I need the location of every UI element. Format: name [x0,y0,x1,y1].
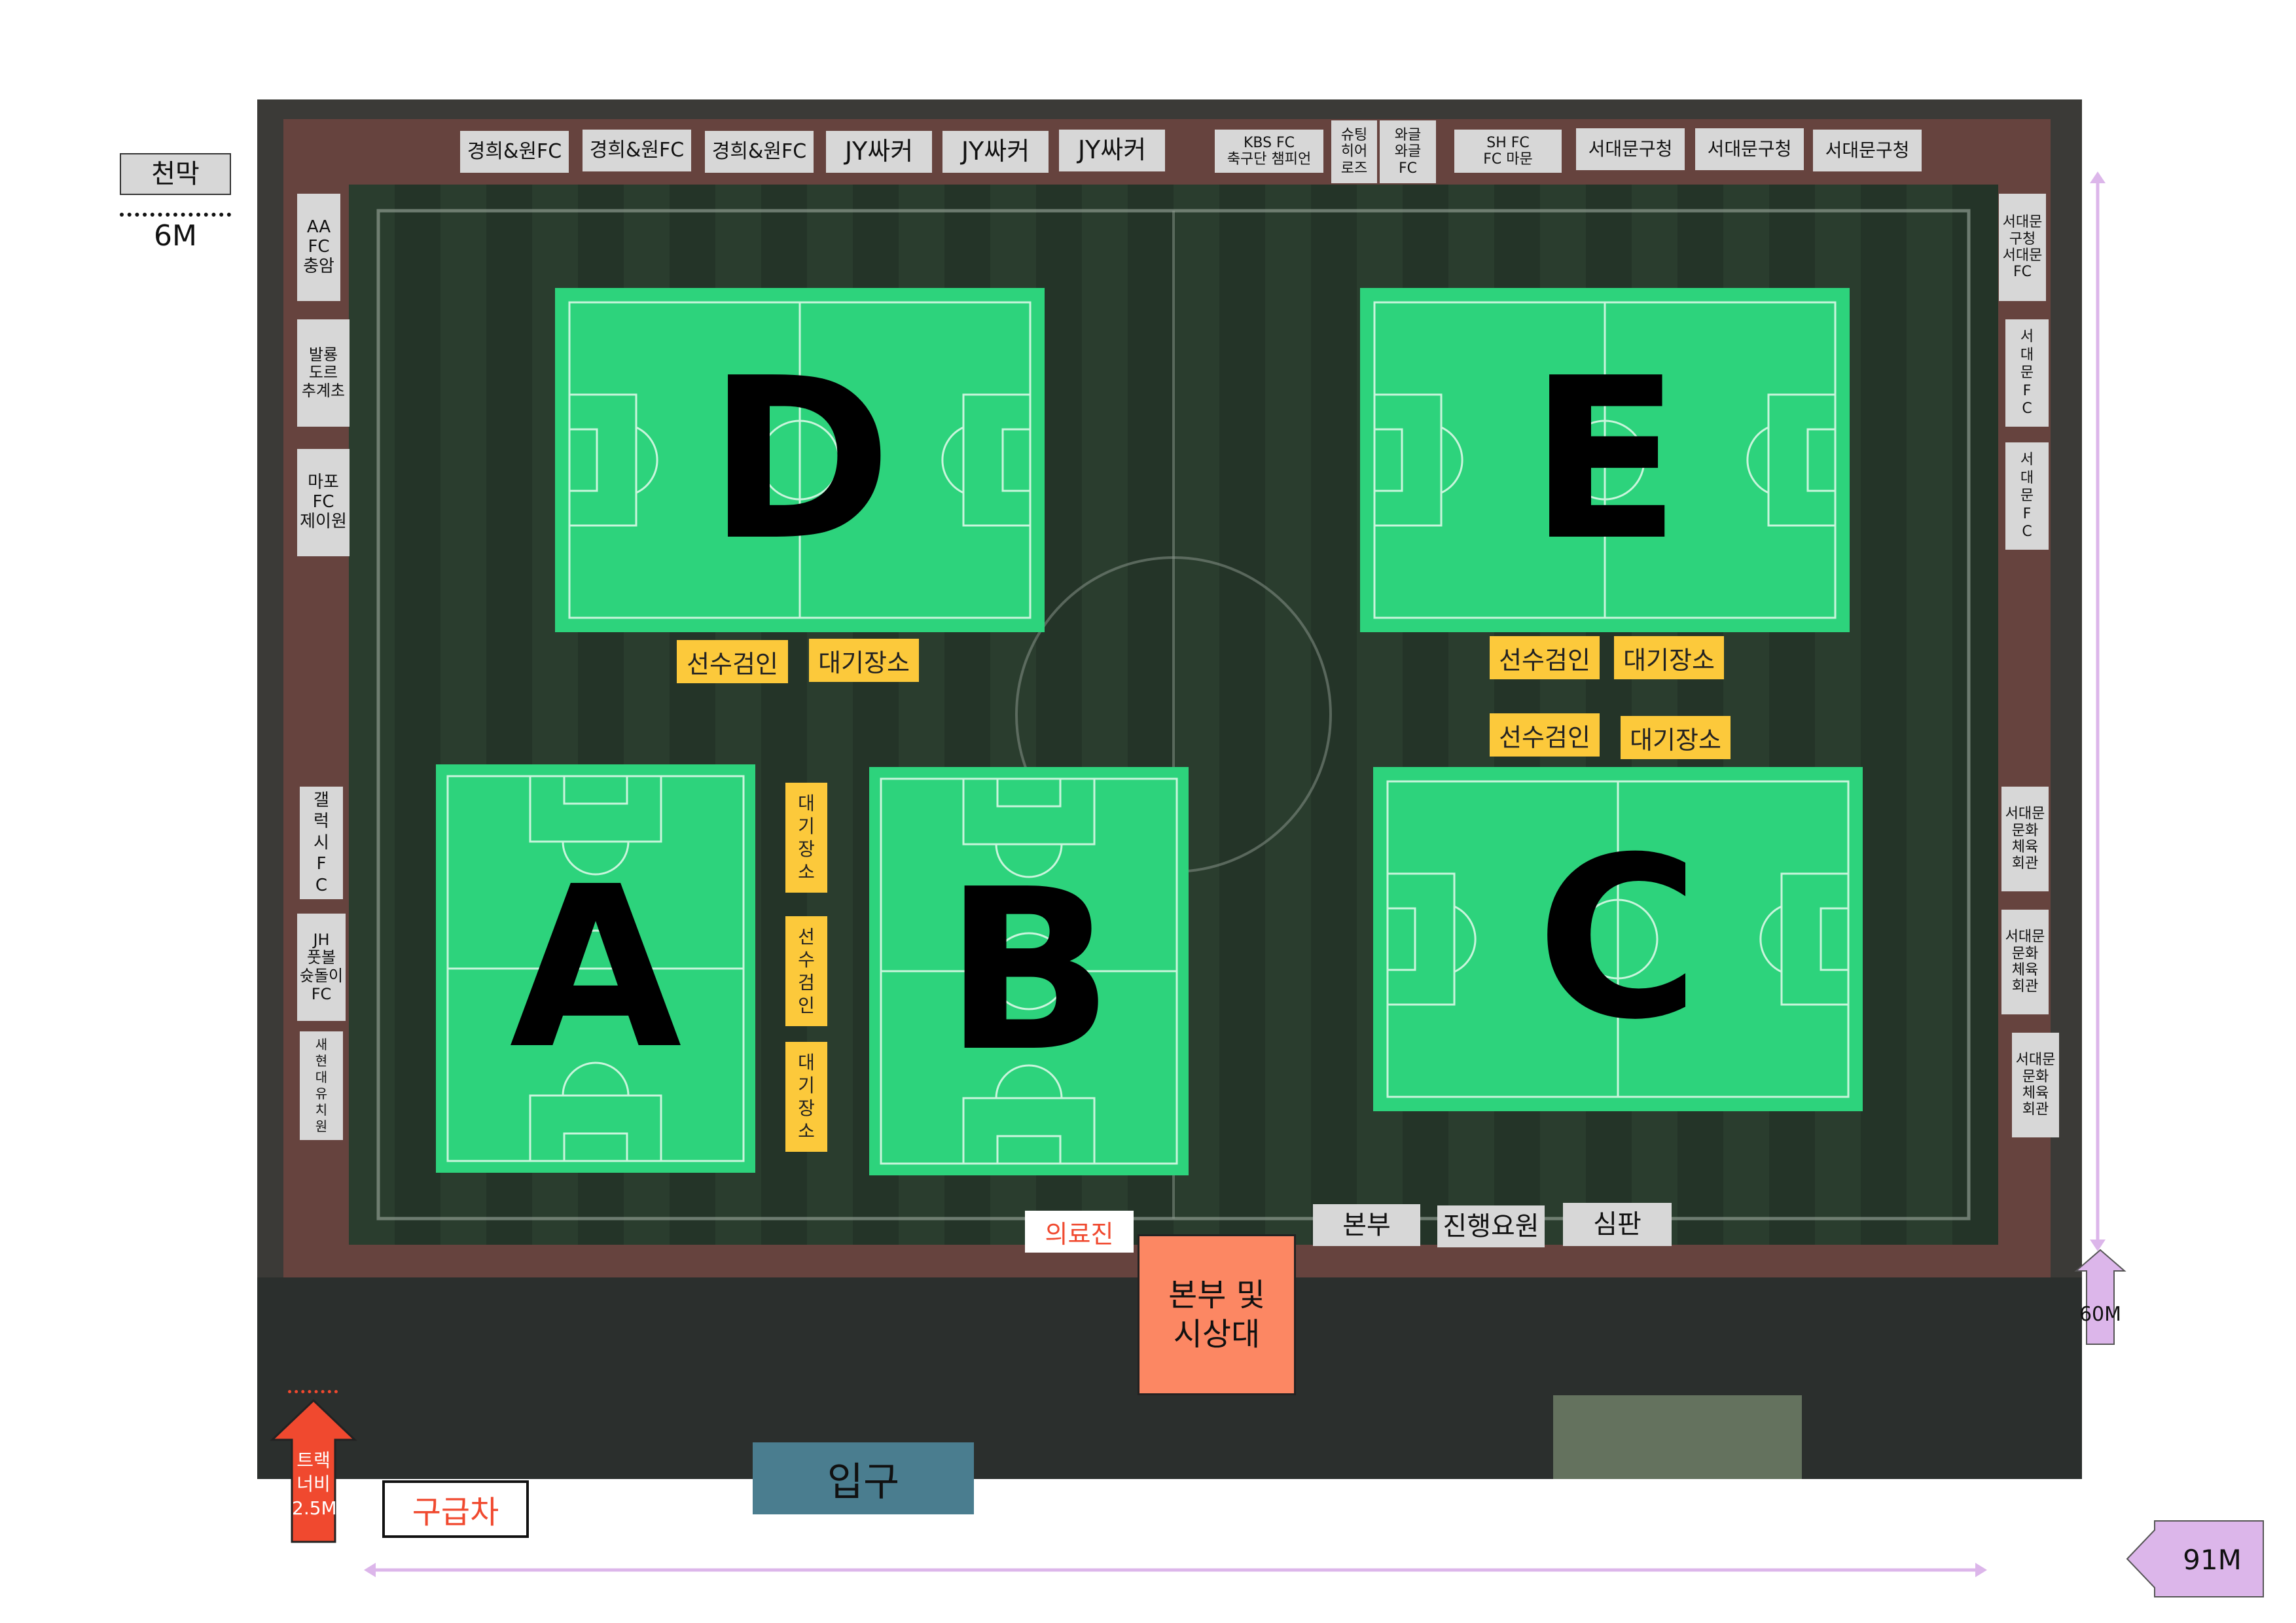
tent-left-3: 마포 FC 제이원 [297,449,350,556]
tent-right-2: 서 대 문 F C [2005,319,2049,427]
tent-top-10: SH FC FC 마문 [1454,130,1562,173]
tent-left-2: 발룡 도르 추계초 [297,319,350,427]
track-arrow-icon [270,1399,357,1543]
pitch-c: C [1373,767,1863,1111]
tent-top-12: 서대문구청 [1695,128,1804,170]
height-badge-icon [2074,1249,2126,1345]
pitch-lines [1386,780,1850,1098]
pitch-lines [1373,301,1837,619]
height-label: 60M [2079,1303,2122,1326]
track-width-line [288,1390,338,1393]
width-dimension-line [364,1563,1987,1577]
tent-top-2: 경희&원FC [583,130,691,171]
hq-podium: 본부 및 시상대 [1138,1234,1296,1395]
canopy-scale-line [120,213,231,217]
tent-left-4: 갤 럭 시 F C [300,787,343,899]
pitch-a: A [436,764,755,1173]
waiting-area-ab-1: 대 기 장 소 [785,783,827,893]
waiting-area-ab-2: 대 기 장 소 [785,1042,827,1152]
tent-left-5: JH 풋볼 슛돌이 FC [297,914,346,1021]
waiting-area-c: 대기장소 [1621,716,1731,759]
track-width-label: 트랙 너비 2.5M [292,1450,337,1519]
pitch-c-letter: C [1536,810,1700,1069]
tent-left-1: AA FC 충암 [297,194,340,301]
tent-top-4: JY싸커 [826,131,932,173]
pitch-lines [568,301,1031,619]
tent-hq: 본부 [1313,1204,1420,1246]
tent-right-3: 서 대 문 F C [2005,442,2049,550]
tent-top-13: 서대문구청 [1813,130,1922,171]
height-dimension-line [2090,171,2106,1251]
pitch-lines [446,775,745,1162]
tent-top-11: 서대문구청 [1576,128,1685,170]
width-label: 91M [2183,1544,2242,1576]
tent-top-9: 와글 와글 FC [1380,120,1436,183]
player-check-e: 선수검인 [1490,636,1600,679]
tent-top-8: 슈팅 히어 로즈 [1331,120,1377,183]
entrance: 입구 [753,1442,974,1514]
tent-right-6: 서대문 문화 체육 회관 [2012,1033,2059,1137]
tent-right-4: 서대문 문화 체육 회관 [2001,787,2049,891]
tent-right-1: 서대문 구청 서대문 FC [1999,194,2046,301]
pitch-e-letter: E [1528,330,1681,590]
pitch-lines [880,777,1178,1165]
tent-top-6: JY싸커 [1059,130,1165,171]
width-badge-icon [2126,1520,2264,1597]
player-check-d: 선수검인 [677,640,788,683]
tent-top-5: JY싸커 [942,131,1049,173]
tent-left-6: 새 현 대 유 치 원 [300,1031,343,1140]
pitch-d-letter: D [707,330,893,590]
tent-top-1: 경희&원FC [460,131,569,173]
player-check-ab: 선 수 검 인 [785,916,827,1026]
pitch-b-letter: B [944,842,1114,1101]
waiting-area-d: 대기장소 [809,639,919,682]
tent-referee: 심판 [1563,1203,1672,1246]
medical-tent: 의료진 [1025,1211,1134,1253]
pitch-e: E [1360,288,1850,632]
canopy-size-label: 6M [154,219,197,253]
ambulance-area: 구급차 [382,1480,529,1538]
player-check-c: 선수검인 [1490,713,1600,757]
pitch-b: B [869,767,1189,1175]
tent-top-7: KBS FC 축구단 챔피언 [1215,130,1323,173]
pitch-d: D [555,288,1045,632]
tent-top-3: 경희&원FC [705,131,814,173]
waiting-area-e: 대기장소 [1614,636,1724,679]
tent-staff: 진행요원 [1437,1205,1545,1247]
pitch-a-letter: A [509,839,682,1098]
canopy-legend-box: 천막 [120,153,231,195]
tent-right-5: 서대문 문화 체육 회관 [2001,910,2049,1014]
